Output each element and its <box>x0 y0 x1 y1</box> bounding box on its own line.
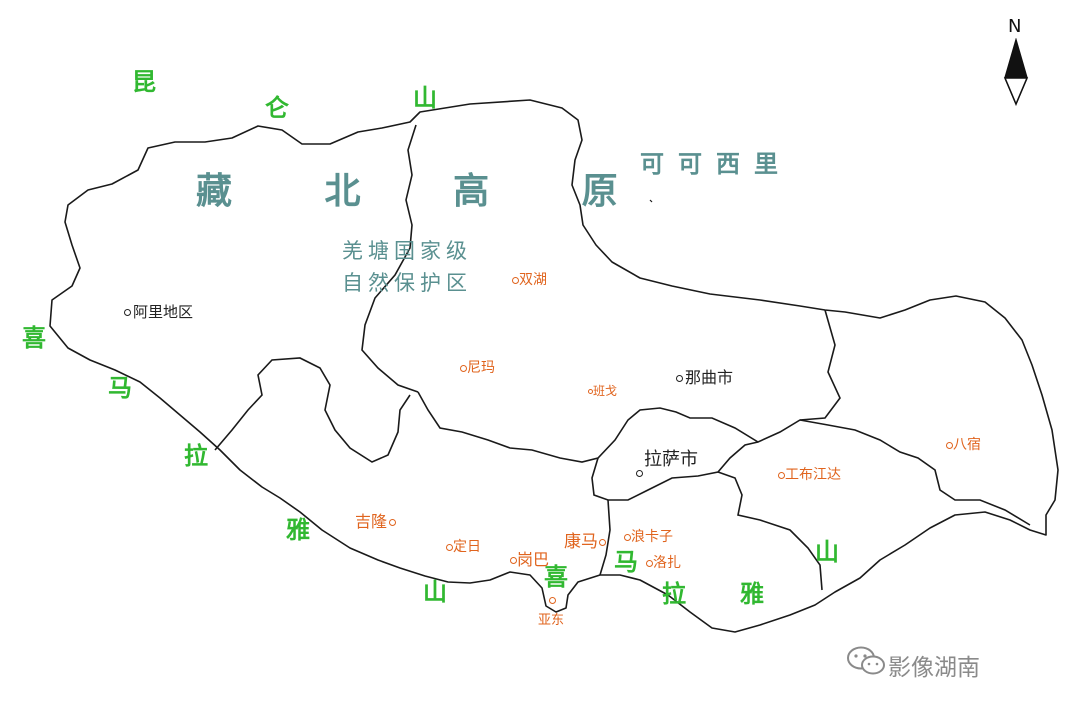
town-gongbu: 工布江达 <box>778 468 841 482</box>
town-jilong-marker <box>389 519 397 526</box>
town-nima-marker <box>460 364 467 372</box>
tibet-outer-border <box>49 99 1059 633</box>
border-ngari-south <box>214 357 411 463</box>
border-chamdo <box>799 419 1031 526</box>
kekexili-label: 可可西里 <box>640 150 792 178</box>
town-kangma-name: 康马 <box>564 532 598 552</box>
town-luozha-marker <box>646 559 653 567</box>
himalaya-west-char-1: 喜 <box>22 324 46 352</box>
border-shannan <box>599 499 611 576</box>
town-shuanghu: 双湖 <box>512 273 547 287</box>
kunlun-char-1: 昆 <box>132 68 156 96</box>
city-lhasa-marker <box>636 470 643 477</box>
city-naqu: 那曲市 <box>676 370 733 386</box>
city-ali: 阿里地区 <box>124 305 193 320</box>
town-kangma: 康马 <box>564 534 606 551</box>
town-gongbu-marker <box>778 471 785 479</box>
border-ngari-west <box>361 124 419 393</box>
himalaya-east-char-2: 马 <box>614 548 638 576</box>
town-gangba: 岗巴 <box>510 552 549 568</box>
town-bange: 班戈 <box>588 385 617 397</box>
town-baxu: 八宿 <box>946 438 981 452</box>
kunlun-char-3: 山 <box>413 84 437 112</box>
town-jilong-name: 吉隆 <box>355 512 388 531</box>
town-bange-name: 班戈 <box>593 384 618 398</box>
town-dingri-marker <box>446 543 453 551</box>
town-bange-marker <box>588 389 593 394</box>
north-label: N <box>1008 16 1022 37</box>
reserve-label-line2: 自然保护区 <box>342 271 472 295</box>
town-langkazi: 浪卡子 <box>624 530 673 544</box>
plateau-label: 藏 北 高 原 <box>196 171 658 212</box>
town-nima: 尼玛 <box>460 361 495 375</box>
town-dingri-name: 定日 <box>453 539 481 555</box>
border-nyingchi <box>717 471 823 591</box>
town-kangma-marker <box>599 538 606 546</box>
town-baxu-marker <box>946 441 953 449</box>
town-gongbu-name: 工布江达 <box>785 467 841 483</box>
town-dingri: 定日 <box>446 540 481 554</box>
border-lhasa <box>591 441 759 501</box>
city-lhasa-name: 拉萨市 <box>644 449 698 470</box>
town-langkazi-name: 浪卡子 <box>631 529 673 545</box>
town-luozha-name: 洛扎 <box>653 555 681 571</box>
city-naqu-name: 那曲市 <box>685 368 734 387</box>
himalaya-east-char-3: 拉 <box>662 580 686 608</box>
city-naqu-marker <box>676 375 683 382</box>
himalaya-east-char-5: 山 <box>815 538 839 566</box>
border-nagqu-south <box>417 309 841 463</box>
town-yadong-name: 亚东 <box>538 613 565 628</box>
town-luozha: 洛扎 <box>646 556 681 570</box>
himalaya-east-char-1: 喜 <box>544 563 568 591</box>
town-shuanghu-marker <box>512 276 519 284</box>
himalaya-west-char-5: 山 <box>423 578 447 606</box>
himalaya-west-char-3: 拉 <box>184 442 208 470</box>
town-shuanghu-name: 双湖 <box>519 272 547 288</box>
reserve-label-line1: 羌塘国家级 <box>342 239 472 263</box>
himalaya-west-char-4: 雅 <box>286 516 310 544</box>
watermark-text: 影像湖南 <box>888 655 980 681</box>
map-tick-mark <box>649 199 653 203</box>
city-ali-name: 阿里地区 <box>133 303 194 321</box>
kunlun-char-2: 仑 <box>265 94 289 122</box>
town-jilong: 吉隆 <box>355 512 397 531</box>
town-gangba-marker <box>510 557 517 564</box>
town-yadong-marker <box>549 597 556 604</box>
town-baxu-name: 八宿 <box>953 437 981 453</box>
north-arrow-icon <box>1003 38 1029 106</box>
town-nima-name: 尼玛 <box>467 360 495 376</box>
himalaya-west-char-2: 马 <box>108 374 132 402</box>
town-gangba-name: 岗巴 <box>517 550 550 569</box>
wechat-icon <box>847 646 885 675</box>
himalaya-east-char-4: 雅 <box>740 580 764 608</box>
town-langkazi-marker <box>624 533 631 541</box>
city-ali-marker <box>124 309 131 316</box>
